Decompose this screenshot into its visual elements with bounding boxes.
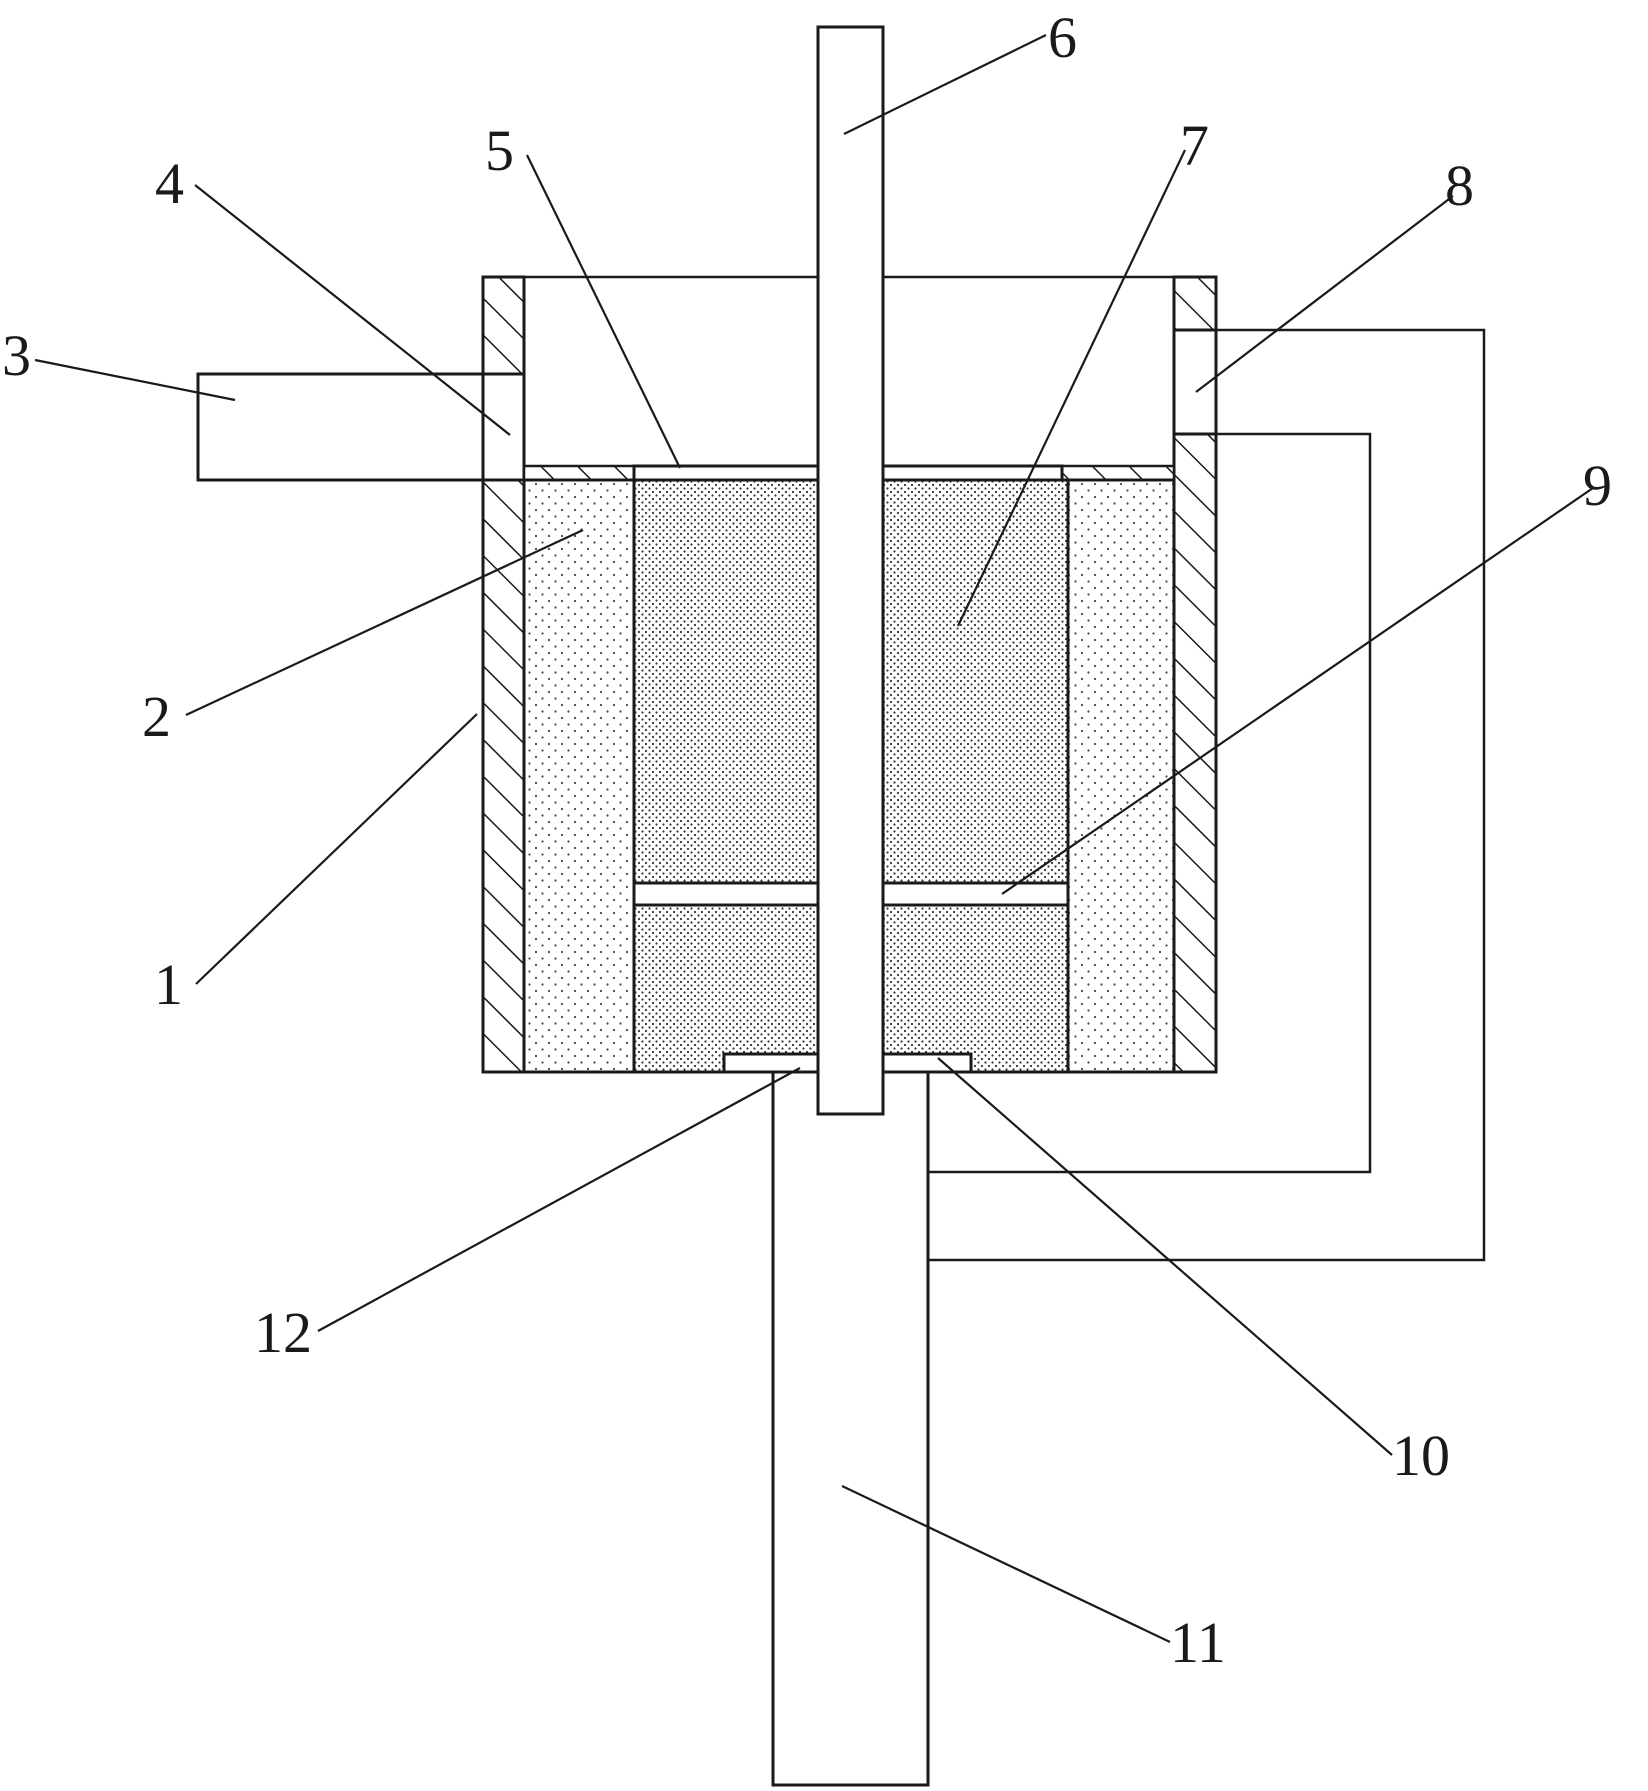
outer-filling-right (1066, 478, 1176, 1074)
label-9: 9 (1583, 453, 1612, 518)
leader-11 (841, 1485, 1171, 1643)
leader-2 (185, 529, 584, 716)
label-11: 11 (1170, 1610, 1226, 1675)
top-plate-right (1060, 464, 1176, 482)
label-7: 7 (1180, 113, 1209, 178)
left-wall-upper (481, 275, 526, 376)
lower-column (771, 1070, 930, 1787)
leader-8 (1195, 195, 1454, 393)
label-12: 12 (254, 1300, 312, 1365)
central-rod (816, 25, 885, 1116)
label-10: 10 (1392, 1423, 1450, 1488)
outer-filling-left (522, 478, 636, 1074)
right-wall-lower (1172, 432, 1218, 1074)
leader-5 (526, 154, 681, 469)
label-4: 4 (155, 151, 184, 216)
label-2: 2 (142, 684, 171, 749)
leader-9 (1001, 487, 1594, 895)
leader-3 (34, 358, 236, 402)
leader-4 (194, 184, 511, 436)
label-1: 1 (154, 952, 183, 1017)
left-wall-lower (481, 478, 526, 1074)
right-wall-upper (1172, 275, 1218, 332)
label-8: 8 (1445, 153, 1474, 218)
outer-pipe-loop-b (928, 432, 1372, 1174)
leader-1 (195, 713, 478, 985)
label-3: 3 (2, 323, 31, 388)
inlet-opening (481, 372, 526, 482)
leader-10 (937, 1057, 1393, 1456)
outer-pipe-loop-a (928, 328, 1486, 1262)
label-5: 5 (485, 118, 514, 183)
label-6: 6 (1048, 5, 1077, 70)
leader-12 (317, 1067, 801, 1332)
top-plate-left (522, 464, 636, 482)
leader-7 (957, 149, 1186, 627)
inlet-pipe (196, 372, 485, 482)
leader-6 (843, 34, 1047, 135)
